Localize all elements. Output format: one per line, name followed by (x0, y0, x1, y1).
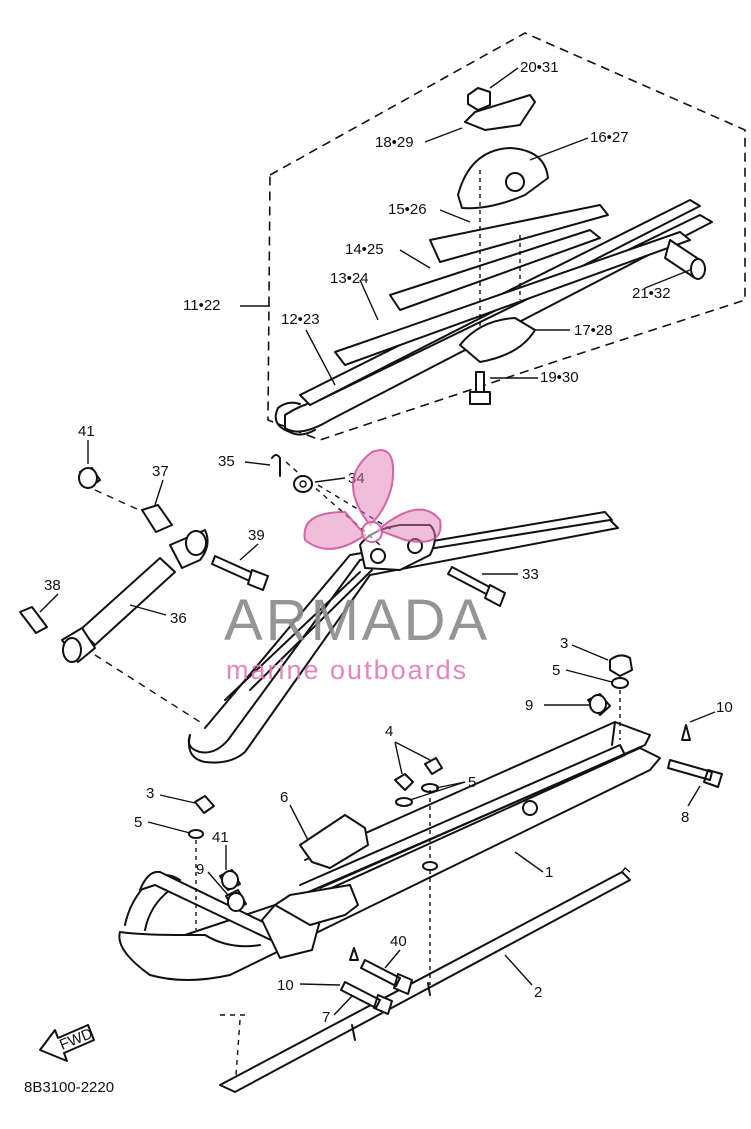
leader-lines (39, 67, 716, 1016)
nut-34 (293, 475, 313, 493)
pad-6 (299, 814, 369, 869)
watermark-tagline: marine outboards (226, 655, 468, 685)
callout-6: 6 (280, 789, 288, 806)
armada-watermark: ARMADA marine outboards (224, 449, 490, 685)
callout-11-22: 11•22 (183, 297, 221, 314)
collar-9-left (225, 889, 247, 912)
shock-absorber-36 (61, 489, 209, 723)
washer-5-left (188, 829, 204, 839)
callout-40: 40 (390, 933, 407, 950)
callout-20-31: 20•31 (520, 59, 559, 76)
nut-3-right (609, 654, 633, 677)
washer-5-a (395, 797, 413, 807)
callout-37: 37 (152, 463, 169, 480)
kit-boundary-dashed (267, 32, 746, 441)
collar-38 (19, 606, 48, 634)
bolt-8 (667, 759, 723, 788)
callout-33: 33 (522, 566, 539, 583)
pin-10-right (681, 724, 691, 741)
callout-1: 1 (545, 864, 553, 881)
collar-37 (141, 504, 173, 533)
callout-13-24: 13•24 (330, 270, 369, 287)
callout-10-left: 10 (277, 977, 294, 994)
cotter-pin-35 (271, 454, 281, 477)
callout-labels: 20•31 18•29 16•27 15•26 14•25 13•24 11•2… (44, 59, 733, 1026)
fwd-label: FWD (57, 1025, 95, 1054)
callout-21-32: 21•32 (632, 285, 671, 302)
spacer-collar (664, 239, 706, 280)
callout-8: 8 (681, 809, 689, 826)
callout-39: 39 (248, 527, 265, 544)
callout-3-left: 3 (146, 785, 154, 802)
wear-bar-2 (219, 867, 631, 1093)
washer-lower (422, 861, 438, 871)
callout-5-right: 5 (552, 662, 560, 679)
callout-4: 4 (385, 723, 393, 740)
collar-41-bottom (219, 869, 241, 891)
callout-17-28: 17•28 (574, 322, 613, 339)
collar-41-top (78, 467, 101, 489)
bolt-33 (447, 566, 506, 607)
nut-4-b (424, 757, 443, 775)
callout-36: 36 (170, 610, 187, 627)
callout-38: 38 (44, 577, 61, 594)
callout-41-top: 41 (78, 423, 95, 440)
callout-41-bottom: 41 (212, 829, 229, 846)
parts-code: 8B3100-2220 (24, 1079, 114, 1096)
fwd-arrow: FWD (39, 1024, 95, 1062)
callout-5-left: 5 (134, 814, 142, 831)
collar-9-right (587, 693, 611, 716)
callout-19-30: 19•30 (540, 369, 579, 386)
callout-2: 2 (534, 984, 542, 1001)
callout-15-26: 15•26 (388, 201, 427, 218)
callout-7: 7 (322, 1009, 330, 1026)
watermark-brand: ARMADA (224, 588, 490, 653)
nut-3-left (194, 795, 215, 814)
bolt-7 (340, 981, 393, 1015)
callout-10-right: 10 (716, 699, 733, 716)
washer-5-right (611, 677, 629, 689)
callout-18-29: 18•29 (375, 134, 414, 151)
callout-9-left: 9 (196, 861, 204, 878)
callout-5-middle: 5 (468, 774, 476, 791)
callout-16-27: 16•27 (590, 129, 629, 146)
callout-12-23: 12•23 (281, 311, 320, 328)
nut-4-a (394, 773, 414, 791)
ski-body-1 (118, 721, 661, 981)
propeller-logo-icon (303, 449, 442, 550)
callout-3-right: 3 (560, 635, 568, 652)
upper-leaf-spring-stack (274, 87, 713, 436)
bolt-39 (211, 555, 269, 591)
bolt-40 (360, 959, 413, 995)
callout-14-25: 14•25 (345, 241, 384, 258)
callout-35: 35 (218, 453, 235, 470)
callout-9-right: 9 (525, 697, 533, 714)
pin-10-left (349, 947, 359, 961)
